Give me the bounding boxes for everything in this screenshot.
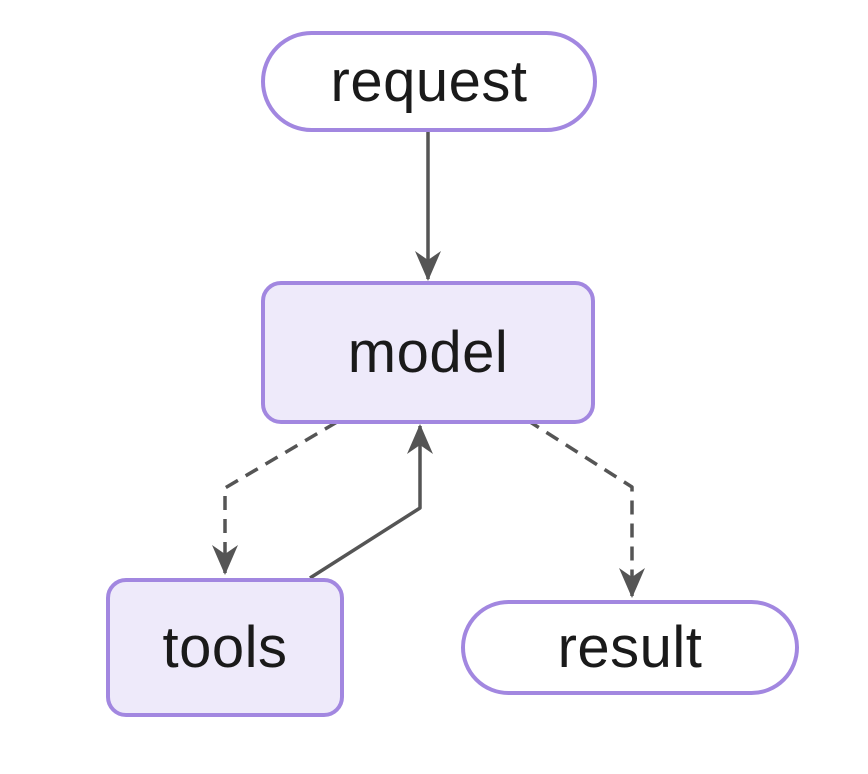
node-model-label: model [348,320,508,385]
edge-model-to-tools [212,420,338,575]
edge-model-to-result [526,418,645,598]
node-result-label: result [558,615,703,680]
node-request-shape [261,31,597,132]
edge-line-model-result [526,418,645,598]
node-result-shape [461,600,799,695]
edge-line-tools-model [309,424,433,580]
node-model: model [261,281,595,424]
node-result: result [461,600,799,695]
node-tools-label: tools [162,615,287,680]
node-tools: tools [106,578,344,717]
node-request: request [261,31,597,132]
node-request-label: request [331,49,528,114]
node-model-shape [261,281,595,424]
edge-line-model-tools [212,420,338,575]
edge-tools-to-model [309,424,433,580]
node-tools-shape [106,578,344,717]
